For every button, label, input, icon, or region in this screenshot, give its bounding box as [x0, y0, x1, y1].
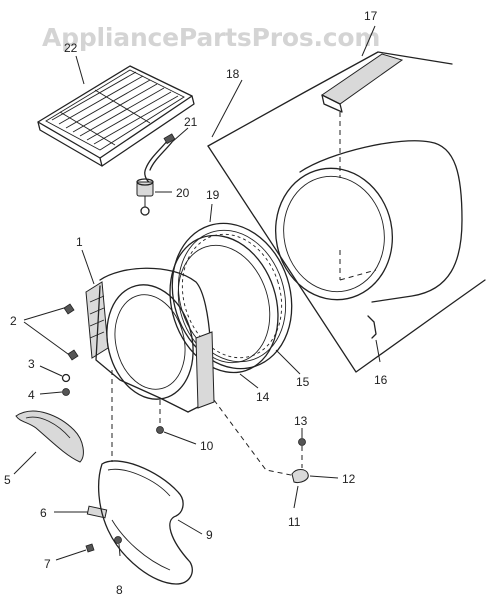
watermark-logo: AppliancePartsPros.com: [42, 23, 380, 52]
callout-17: 17: [364, 9, 378, 23]
callout-12: 12: [342, 472, 356, 486]
part-18-drum-assembly-frame: [207, 51, 486, 373]
callout-6: 6: [40, 506, 47, 520]
callout-3: 3: [28, 357, 35, 371]
part-14-bearing-ring: [239, 373, 259, 389]
part-6-latch: [54, 505, 108, 519]
callout-18: 18: [226, 67, 240, 81]
part-17-drum-baffle: [321, 25, 404, 178]
part-12-door-switch: [291, 469, 339, 483]
callout-16: 16: [374, 373, 388, 387]
callout-4: 4: [28, 388, 35, 402]
callout-11: 11: [288, 515, 301, 529]
callout-21: 21: [184, 115, 198, 129]
part-5-handle-trim: [13, 410, 84, 475]
part-2-screws: [23, 303, 79, 361]
callout-5: 5: [4, 473, 11, 487]
callout-22: 22: [64, 41, 78, 55]
callout-8: 8: [116, 583, 123, 597]
part-4-screw: [39, 388, 70, 396]
callout-20: 20: [176, 186, 190, 200]
part-3-screw: [39, 365, 71, 383]
part-15-front-bulkhead: [169, 234, 301, 375]
part-16-drum: [274, 140, 463, 363]
callout-13: 13: [294, 414, 308, 428]
callout-10: 10: [200, 439, 214, 453]
callout-15: 15: [296, 375, 310, 389]
part-21-wire-harness: [144, 127, 189, 184]
part-9-lower-panel: [98, 460, 203, 585]
callout-19: 19: [206, 188, 220, 202]
callout-14: 14: [256, 390, 270, 404]
part-7-screw: [55, 543, 95, 561]
part-13-screw: [298, 428, 306, 468]
callout-2: 2: [10, 314, 17, 328]
callout-labels: 1 2 3 4 5 6 7 8 9 10 11 12 13 14 15 16 1…: [4, 9, 388, 597]
callout-1: 1: [76, 235, 83, 249]
callout-9: 9: [206, 528, 213, 542]
part-19-drum-seal: [171, 203, 293, 370]
part-20-lamp-socket: [136, 178, 172, 216]
part-1-front-panel: [81, 249, 297, 477]
callout-7: 7: [44, 557, 51, 571]
part-22-drying-rack: [37, 65, 195, 167]
part-11-switch-clip: [293, 485, 299, 509]
part-8-screw: [114, 536, 122, 557]
part-10-screw: [156, 426, 197, 445]
leader-22: [75, 55, 85, 85]
